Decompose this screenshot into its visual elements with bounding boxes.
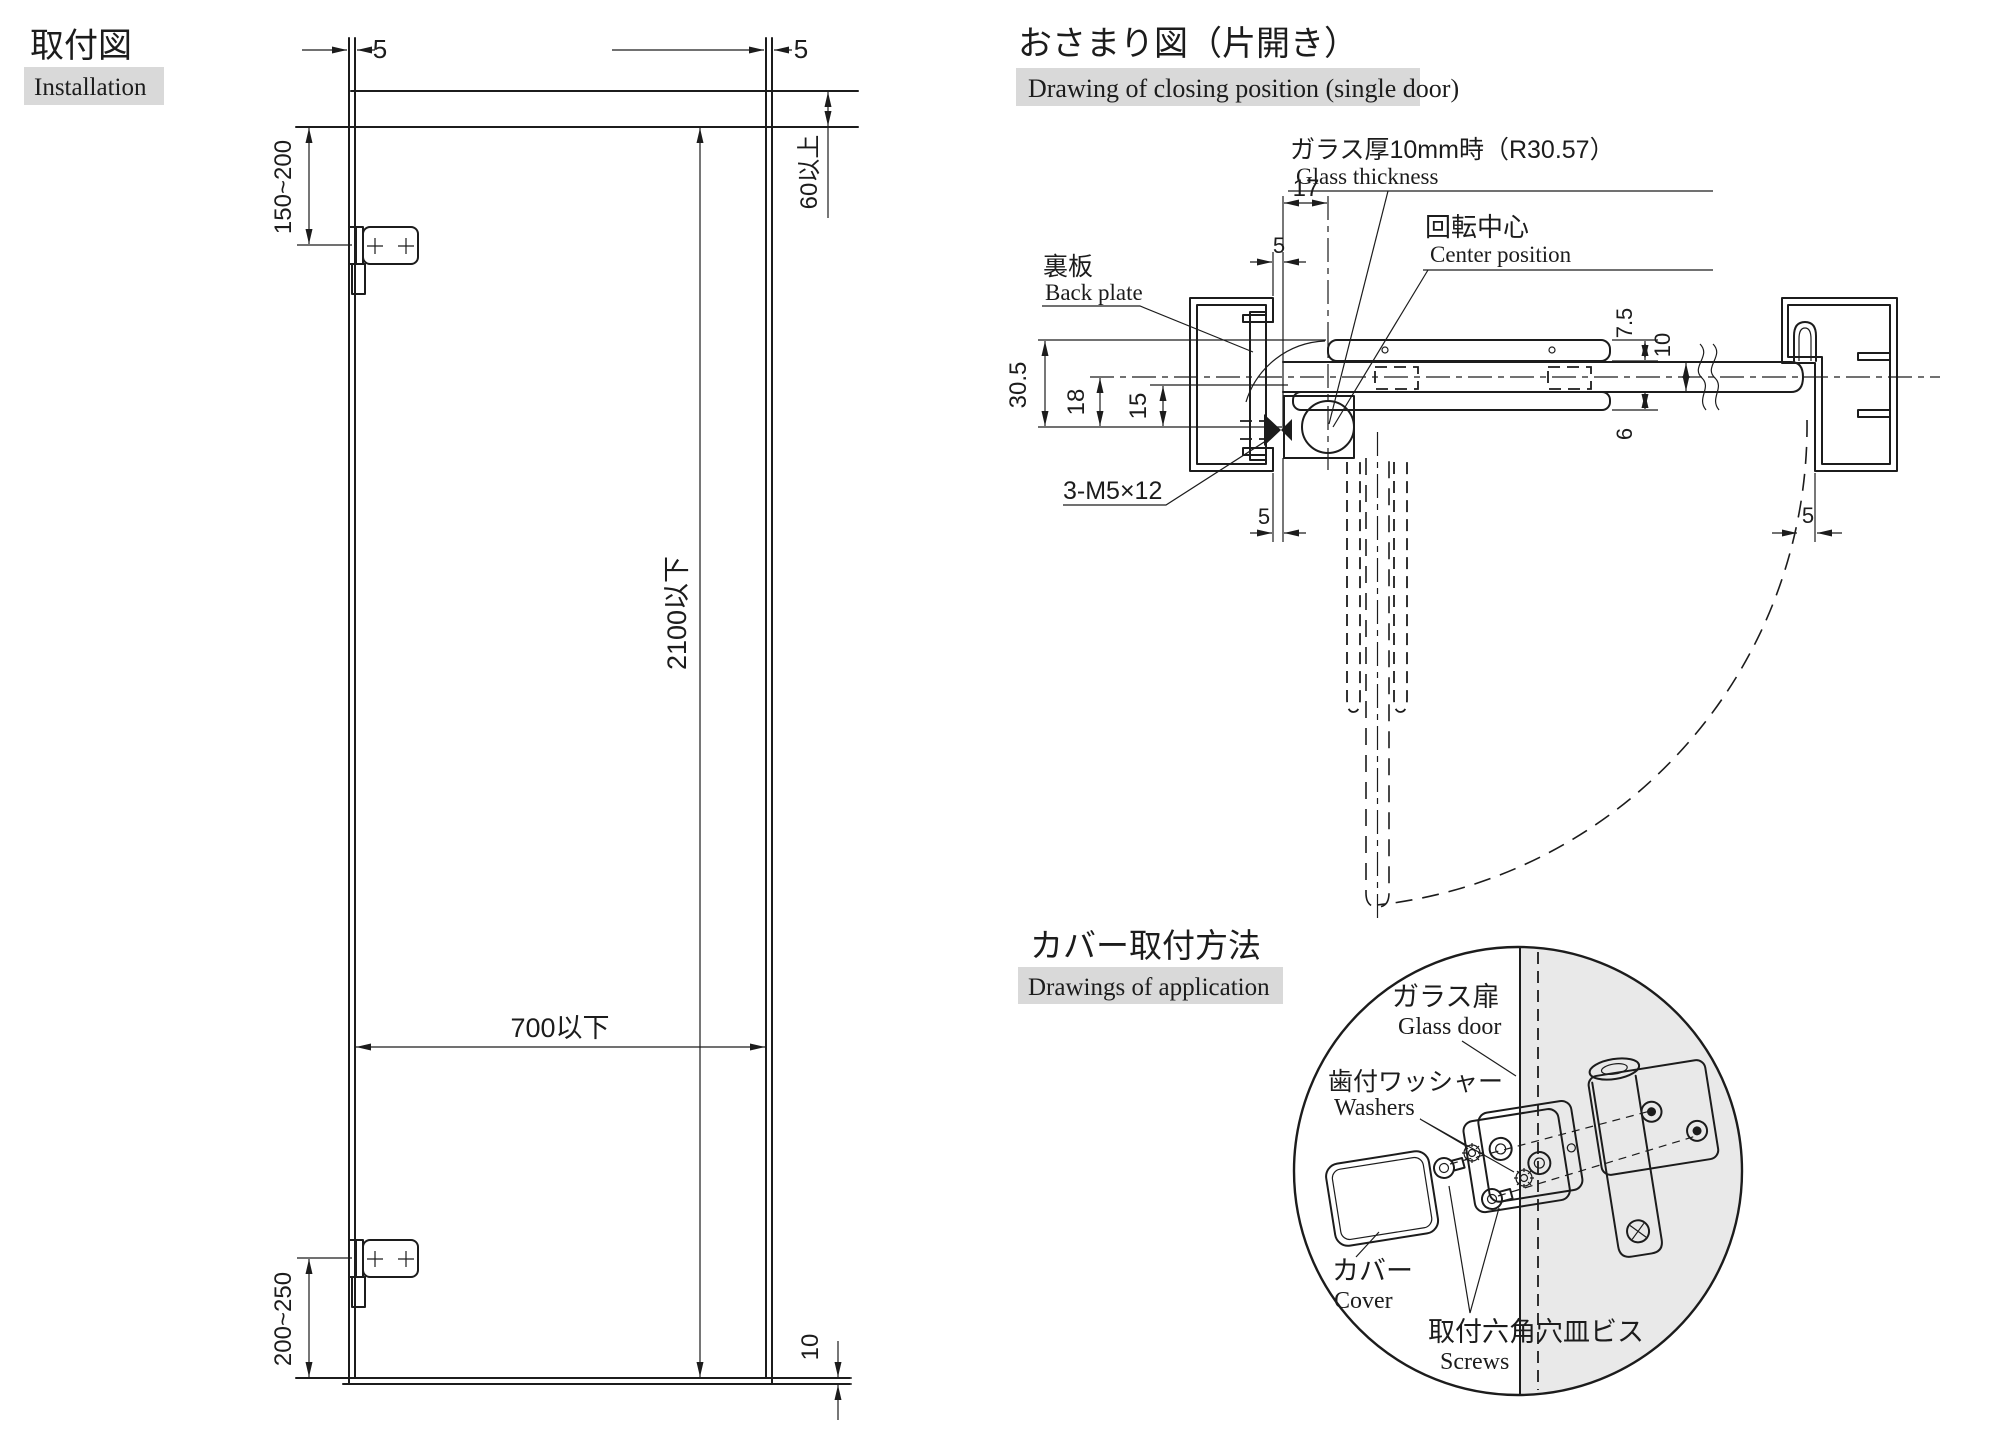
svg-text:6: 6 — [1612, 428, 1637, 440]
detail-labels: ガラス扉 Glass door 歯付ワッシャー Washers カバー Cove… — [1328, 982, 1644, 1375]
bracket-arm-screw — [1626, 1219, 1651, 1244]
dim-5-frame-gap: 5 — [1250, 233, 1306, 296]
svg-text:カバー: カバー — [1332, 1256, 1413, 1286]
wall-bracket — [1587, 1057, 1720, 1258]
right-jamb — [1781, 297, 1898, 542]
dim-5-bottom: 5 — [1250, 458, 1306, 542]
pivot-hinge — [1240, 340, 1355, 459]
label-back-plate: 裏板 Back plate — [1042, 253, 1254, 353]
top-hinge — [348, 226, 419, 295]
label-screws: 取付六角穴皿ビス Screws — [1428, 1185, 1644, 1375]
dim-top-hinge-offset: 150~200 — [270, 128, 352, 246]
dim-headroom: 60以上 — [796, 92, 832, 218]
svg-text:Screws: Screws — [1440, 1349, 1509, 1375]
svg-text:10: 10 — [797, 1334, 824, 1361]
svg-text:5: 5 — [1802, 503, 1814, 528]
dim-17: 17 — [1282, 175, 1327, 250]
closing-subtitle: Drawing of closing position (single door… — [1028, 74, 1459, 103]
svg-text:Washers: Washers — [1334, 1095, 1415, 1121]
back-plate — [1249, 311, 1267, 461]
svg-text:ガラス扉: ガラス扉 — [1392, 982, 1499, 1012]
svg-text:5: 5 — [1273, 233, 1285, 258]
label-washers: 歯付ワッシャー Washers — [1328, 1068, 1515, 1173]
svg-text:Cover: Cover — [1334, 1288, 1393, 1314]
svg-text:150~200: 150~200 — [270, 140, 297, 234]
elevation-dimensions: 5 5 60以上 150~200 2100 — [270, 34, 852, 1420]
dim-5-latch: 5 — [1772, 503, 1842, 537]
dim-7-5: 7.5 — [1612, 308, 1658, 362]
clamp-plates — [1462, 1099, 1584, 1214]
svg-text:15: 15 — [1125, 393, 1152, 420]
svg-text:取付六角穴皿ビス: 取付六角穴皿ビス — [1428, 1317, 1644, 1347]
svg-text:200~250: 200~250 — [270, 1272, 297, 1366]
svg-text:5: 5 — [373, 34, 387, 64]
dim-door-height: 2100以下 — [662, 128, 704, 1377]
label-glass-thickness: ガラス厚10mm時（R30.57） Glass thickness — [1288, 136, 1713, 425]
svg-text:10: 10 — [1650, 333, 1675, 357]
dim-bottom-hinge-offset: 200~250 — [270, 1257, 352, 1377]
glass-door-open — [1346, 432, 1408, 920]
installation-subtitle: Installation — [34, 74, 147, 101]
dim-gap-top-left: 5 — [302, 34, 387, 64]
latch-keeper — [1793, 321, 1817, 362]
dim-gap-top-right: 5 — [612, 34, 808, 64]
svg-text:ガラス厚10mm時（R30.57）: ガラス厚10mm時（R30.57） — [1290, 136, 1615, 164]
closing-subtitle-bg — [1016, 68, 1420, 106]
svg-text:17: 17 — [1293, 175, 1320, 202]
dim-30-5: 30.5 — [1005, 339, 1326, 428]
hinge-plate-top — [1327, 339, 1611, 362]
dim-door-width: 700以下 — [356, 1013, 765, 1051]
glass-door-closed — [1282, 252, 1804, 430]
bottom-hinge — [348, 1239, 419, 1308]
application-subtitle: Drawings of application — [1028, 974, 1270, 1001]
cover-part — [1325, 1150, 1440, 1247]
installation-subtitle-bg — [24, 67, 164, 105]
installation-drawing: 取付図 Installation — [24, 27, 859, 1420]
dim-6: 6 — [1612, 393, 1658, 440]
svg-text:5: 5 — [1258, 504, 1270, 529]
svg-text:回転中心: 回転中心 — [1425, 212, 1529, 242]
svg-text:Glass thickness: Glass thickness — [1296, 164, 1439, 189]
application-subtitle-bg — [1018, 967, 1283, 1004]
application-title: カバー取付方法 — [1030, 927, 1261, 964]
svg-text:18: 18 — [1063, 389, 1090, 416]
svg-text:700以下: 700以下 — [510, 1013, 609, 1043]
label-center-position: 回転中心 Center position — [1332, 212, 1713, 428]
svg-text:3-M5×12: 3-M5×12 — [1063, 477, 1162, 505]
dim-18: 18 — [1063, 378, 1104, 426]
corner-radius-arc — [1245, 340, 1326, 403]
closing-position-drawing: おさまり図（片開き） Drawing of closing position (… — [1005, 25, 1940, 920]
svg-text:Center position: Center position — [1430, 242, 1572, 267]
flathead-screw — [1264, 414, 1281, 446]
svg-text:7.5: 7.5 — [1612, 308, 1637, 339]
svg-text:歯付ワッシャー: 歯付ワッシャー — [1328, 1068, 1503, 1096]
installation-title: 取付図 — [30, 27, 132, 65]
plan-dimensions: 17 5 30.5 18 15 — [1005, 175, 1842, 542]
pivot-circle — [1301, 400, 1355, 454]
mounting-screws — [1433, 1156, 1514, 1210]
hinge-plate-bottom — [1292, 391, 1611, 411]
svg-text:Glass door: Glass door — [1398, 1014, 1501, 1040]
svg-text:裏板: 裏板 — [1043, 253, 1093, 281]
label-screw-spec: 3-M5×12 — [1063, 436, 1273, 506]
dim-glass-thickness: 10 — [1650, 333, 1690, 391]
plan-labels: ガラス厚10mm時（R30.57） Glass thickness 回転中心 C… — [1042, 136, 1713, 506]
svg-text:60以上: 60以上 — [796, 135, 823, 210]
svg-text:Back plate: Back plate — [1045, 280, 1143, 305]
svg-text:30.5: 30.5 — [1005, 362, 1032, 409]
closing-title: おさまり図（片開き） — [1018, 25, 1358, 63]
svg-text:2100以下: 2100以下 — [662, 556, 692, 670]
door-swing-arc — [1376, 419, 1808, 906]
dim-15: 15 — [1125, 384, 1288, 426]
label-cover: カバー Cover — [1332, 1231, 1413, 1314]
door-elevation — [295, 37, 859, 1385]
detail-circle: ガラス扉 Glass door 歯付ワッシャー Washers カバー Cove… — [1292, 945, 1744, 1397]
label-glass-door: ガラス扉 Glass door — [1392, 982, 1517, 1077]
svg-text:5: 5 — [794, 34, 808, 64]
dim-floor-gap: 10 — [775, 1334, 852, 1420]
application-drawing: カバー取付方法 Drawings of application — [1018, 927, 1744, 1397]
